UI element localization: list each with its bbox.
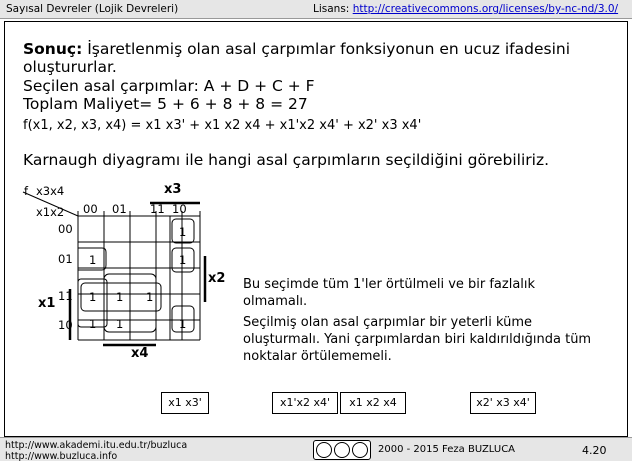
slide-header: Sayısal Devreler (Lojik Devreleri) Lisan… — [0, 0, 632, 19]
note-line-4: oluşturmalı. Yani çarpımlardan biri kald… — [243, 332, 592, 347]
kmap-cell-one: 1 — [146, 290, 154, 304]
footer-copyright: 2000 - 2015 Feza BUZLUCA — [378, 444, 516, 455]
cc-license-icon — [313, 440, 371, 460]
result-text-1: İşaretlenmiş olan asal çarpımlar fonksiy… — [82, 40, 571, 58]
page-number: 4.20 — [582, 444, 607, 457]
term-box: x1 x3' — [161, 392, 209, 414]
kmap-row-header: 10 — [58, 318, 73, 332]
license-link[interactable]: http://creativecommons.org/licenses/by-n… — [352, 3, 619, 15]
footer-url-2[interactable]: http://www.buzluca.info — [5, 451, 118, 462]
by-icon — [334, 442, 350, 458]
kmap-label-x3: x3 — [164, 182, 182, 197]
slide-frame — [4, 21, 628, 437]
kmap-row-header: 11 — [58, 289, 73, 303]
kmap-label-x4: x4 — [131, 346, 149, 361]
license: Lisans: http://creativecommons.org/licen… — [313, 3, 618, 15]
footer-url-1[interactable]: http://www.akademi.itu.edu.tr/buzluca — [5, 440, 188, 451]
kmap-col-var: x3x4 — [36, 184, 65, 198]
slide-footer: http://www.akademi.itu.edu.tr/buzluca ht… — [0, 437, 632, 462]
kmap-row-header: 00 — [58, 222, 73, 236]
license-label: Lisans: — [313, 3, 350, 15]
note-line-3: Seçilmiş olan asal çarpımlar bir yeterli… — [243, 315, 533, 330]
kmap-cell-one: 1 — [89, 253, 97, 267]
term-box: x2' x3 x4' — [470, 392, 536, 414]
result-line-1: Sonuç: İşaretlenmiş olan asal çarpımlar … — [23, 41, 570, 58]
cc-icon — [316, 442, 332, 458]
course-title: Sayısal Devreler (Lojik Devreleri) — [6, 3, 179, 15]
kmap-cell-one: 1 — [179, 253, 187, 267]
kmap-col-header: 11 — [150, 202, 165, 216]
selected-primes: Seçilen asal çarpımlar: A + D + C + F — [23, 77, 315, 95]
result-label: Sonuç: — [23, 40, 83, 58]
nc-icon — [352, 442, 368, 458]
karnaugh-sentence: Karnaugh diyagramı ile hangi asal çarpım… — [23, 151, 550, 169]
note-line-1: Bu seçimde tüm 1'ler örtülmeli ve bir fa… — [243, 277, 536, 292]
kmap-col-header: 01 — [112, 202, 127, 216]
result-line-2: oluştururlar. — [23, 58, 117, 76]
term-box: x1 x2 x4 — [340, 392, 406, 414]
note-line-2: olmamalı. — [243, 294, 308, 309]
note-line-5: noktalar örtülememeli. — [243, 349, 392, 364]
kmap-label-x2: x2 — [208, 271, 226, 286]
kmap-col-header: 10 — [172, 202, 187, 216]
kmap-cell-one: 1 — [89, 317, 97, 331]
kmap-cell-one: 1 — [116, 317, 124, 331]
kmap-cell-one: 1 — [179, 225, 187, 239]
kmap-row-header: 01 — [58, 252, 73, 266]
kmap-corner-f: f — [24, 184, 29, 198]
kmap-label-x1: x1 — [38, 296, 56, 311]
function-expression: f(x1, x2, x3, x4) = x1 x3' + x1 x2 x4 + … — [23, 118, 422, 133]
total-cost: Toplam Maliyet= 5 + 6 + 8 + 8 = 27 — [23, 95, 308, 113]
term-box: x1'x2 x4' — [272, 392, 338, 414]
kmap-cell-one: 1 — [116, 290, 124, 304]
kmap-cell-one: 1 — [89, 290, 97, 304]
kmap-cell-one: 1 — [179, 317, 187, 331]
kmap-row-var: x1x2 — [36, 205, 65, 219]
kmap-col-header: 00 — [83, 202, 98, 216]
